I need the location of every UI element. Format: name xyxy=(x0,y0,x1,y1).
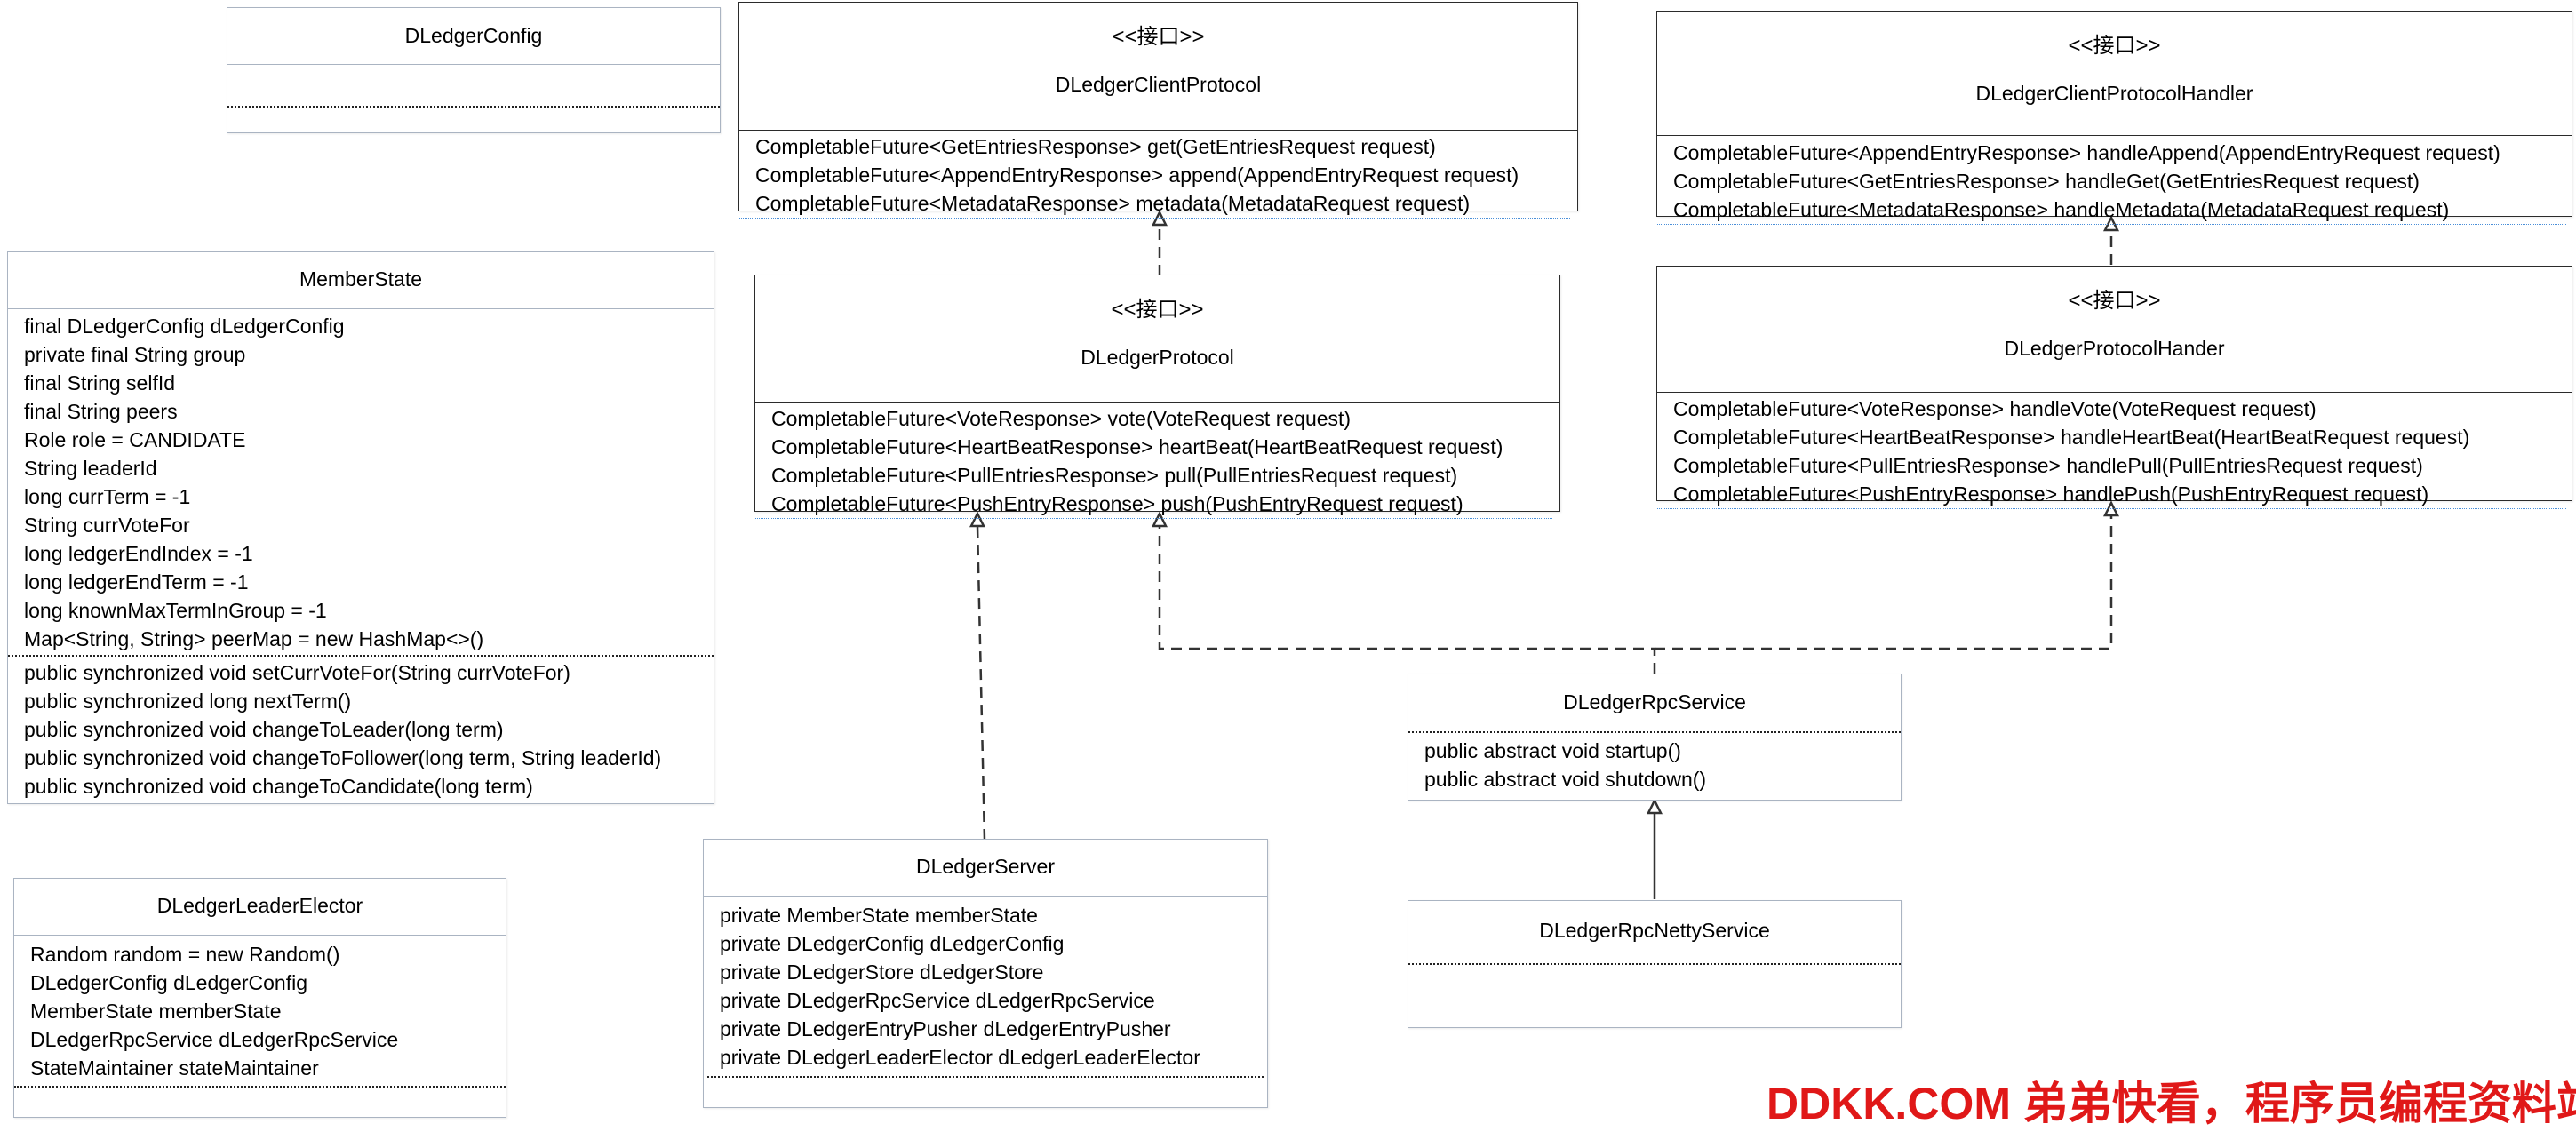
method: public synchronized void changeToLeader(… xyxy=(24,718,504,741)
class-member-state[interactable]: MemberState final DLedgerConfig dLedgerC… xyxy=(7,251,714,804)
methods-section: CompletableFuture<AppendEntryResponse> h… xyxy=(1657,136,2566,225)
attribute: private final String group xyxy=(24,343,246,366)
stereotype-label: <<接口>> xyxy=(2068,34,2161,58)
attribute: Map<String, String> peerMap = new HashMa… xyxy=(24,627,484,650)
attribute: final String peers xyxy=(24,400,178,423)
method: public synchronized void setCurrVoteFor(… xyxy=(24,661,570,684)
method: public synchronized void changeToCandida… xyxy=(24,775,533,798)
methods-section: CompletableFuture<GetEntriesResponse> ge… xyxy=(739,131,1570,219)
method: CompletableFuture<PushEntryResponse> han… xyxy=(1673,482,2429,506)
method: public abstract void shutdown() xyxy=(1424,768,1707,791)
class-dledger-rpc-service[interactable]: DLedgerRpcService public abstract void s… xyxy=(1408,674,1902,801)
attribute: private DLedgerEntryPusher dLedgerEntryP… xyxy=(720,1017,1171,1040)
class-name: DLedgerRpcService xyxy=(1563,690,1746,713)
method: CompletableFuture<PullEntriesResponse> h… xyxy=(1673,454,2423,477)
method: CompletableFuture<AppendEntryResponse> a… xyxy=(755,163,1519,187)
edge-server-to-protocol xyxy=(976,525,986,841)
attribute: DLedgerRpcService dLedgerRpcService xyxy=(30,1028,399,1051)
attribute: final DLedgerConfig dLedgerConfig xyxy=(24,315,345,338)
attribute: String leaderId xyxy=(24,457,157,480)
edge-rpcservice-to-protocol xyxy=(1158,526,1656,674)
methods-section: public synchronized void setCurrVoteFor(… xyxy=(8,657,714,806)
method: CompletableFuture<GetEntriesResponse> ha… xyxy=(1673,170,2420,193)
attribute: Role role = CANDIDATE xyxy=(24,428,246,451)
class-name: MemberState xyxy=(299,267,423,291)
class-name: DLedgerServer xyxy=(916,855,1055,878)
method: CompletableFuture<MetadataResponse> hand… xyxy=(1673,198,2450,221)
attribute: long currTerm = -1 xyxy=(24,485,191,508)
method: CompletableFuture<VoteResponse> vote(Vot… xyxy=(771,407,1352,430)
method: CompletableFuture<AppendEntryResponse> h… xyxy=(1673,141,2500,164)
arrowhead-protocol-from-server xyxy=(969,511,986,528)
interface-dledger-client-protocol-handler[interactable]: <<接口>> DLedgerClientProtocolHandler Comp… xyxy=(1656,11,2572,225)
class-dledger-leader-elector[interactable]: DLedgerLeaderElector Random random = new… xyxy=(13,878,506,1118)
method: CompletableFuture<PullEntriesResponse> p… xyxy=(771,464,1458,487)
stereotype-label: <<接口>> xyxy=(1111,298,1204,322)
class-name: DLedgerRpcNettyService xyxy=(1539,919,1770,942)
attributes-section: final DLedgerConfig dLedgerConfig privat… xyxy=(8,309,714,657)
method: CompletableFuture<HeartBeatResponse> hea… xyxy=(771,435,1503,458)
interface-name: DLedgerClientProtocolHandler xyxy=(1975,82,2253,105)
attribute: Random random = new Random() xyxy=(30,943,340,966)
arrowhead-hander-from-rpcservice xyxy=(2102,500,2120,517)
attribute: long ledgerEndIndex = -1 xyxy=(24,542,253,565)
interface-name: DLedgerProtocol xyxy=(1081,346,1234,369)
class-name: DLedgerConfig xyxy=(404,24,543,47)
method: CompletableFuture<VoteResponse> handleVo… xyxy=(1673,397,2317,420)
class-dledger-config[interactable]: DLedgerConfig xyxy=(227,7,721,133)
method: public synchronized void changeToFollowe… xyxy=(24,746,662,769)
methods-section: CompletableFuture<VoteResponse> vote(Vot… xyxy=(755,403,1552,519)
attribute: long ledgerEndTerm = -1 xyxy=(24,570,249,594)
attribute: StateMaintainer stateMaintainer xyxy=(30,1056,319,1080)
attributes-section xyxy=(227,65,720,108)
method: CompletableFuture<MetadataResponse> meta… xyxy=(755,192,1471,215)
attribute: private DLedgerRpcService dLedgerRpcServ… xyxy=(720,989,1155,1012)
attribute: private DLedgerStore dLedgerStore xyxy=(720,961,1044,984)
attributes-section: private MemberState memberState private … xyxy=(707,897,1264,1078)
interface-dledger-protocol[interactable]: <<接口>> DLedgerProtocol CompletableFuture… xyxy=(754,275,1560,519)
methods-section: public abstract void startup() public ab… xyxy=(1408,733,1901,799)
arrowhead-protocol-from-rpcservice xyxy=(1151,511,1168,528)
attribute: private MemberState memberState xyxy=(720,904,1038,927)
stereotype-label: <<接口>> xyxy=(1112,25,1205,49)
methods-section: CompletableFuture<VoteResponse> handleVo… xyxy=(1657,393,2566,509)
attribute: String currVoteFor xyxy=(24,514,190,537)
interface-name: DLedgerProtocolHander xyxy=(2004,337,2225,360)
watermark-text: DDKK.COM 弟弟快看，程序员编程资料站 xyxy=(1767,1079,2576,1128)
interface-dledger-client-protocol[interactable]: <<接口>> DLedgerClientProtocol Completable… xyxy=(738,2,1578,219)
attribute: final String selfId xyxy=(24,371,176,395)
method: public abstract void startup() xyxy=(1424,739,1681,762)
attribute: private DLedgerLeaderElector dLedgerLead… xyxy=(720,1046,1200,1069)
attribute: DLedgerConfig dLedgerConfig xyxy=(30,971,307,994)
attribute: MemberState memberState xyxy=(30,1000,282,1023)
attributes-section: Random random = new Random() DLedgerConf… xyxy=(14,936,506,1088)
arrowhead-client-protocol xyxy=(1151,210,1168,227)
attribute: private DLedgerConfig dLedgerConfig xyxy=(720,932,1065,955)
attribute: long knownMaxTermInGroup = -1 xyxy=(24,599,327,622)
interface-name: DLedgerClientProtocol xyxy=(1055,73,1262,96)
class-dledger-server[interactable]: DLedgerServer private MemberState member… xyxy=(703,839,1268,1108)
edge-rpcservice-to-hander xyxy=(1655,515,2113,650)
method: CompletableFuture<GetEntriesResponse> ge… xyxy=(755,135,1436,158)
stereotype-label: <<接口>> xyxy=(2068,289,2161,313)
arrowhead-rpcservice-from-netty xyxy=(1646,798,1663,815)
class-name: DLedgerLeaderElector xyxy=(156,894,363,917)
method: public synchronized long nextTerm() xyxy=(24,690,352,713)
method: CompletableFuture<HeartBeatResponse> han… xyxy=(1673,426,2470,449)
interface-dledger-protocol-hander[interactable]: <<接口>> DLedgerProtocolHander Completable… xyxy=(1656,266,2572,509)
method: CompletableFuture<PushEntryResponse> pus… xyxy=(771,492,1463,515)
class-dledger-rpc-netty-service[interactable]: DLedgerRpcNettyService xyxy=(1408,900,1902,1028)
